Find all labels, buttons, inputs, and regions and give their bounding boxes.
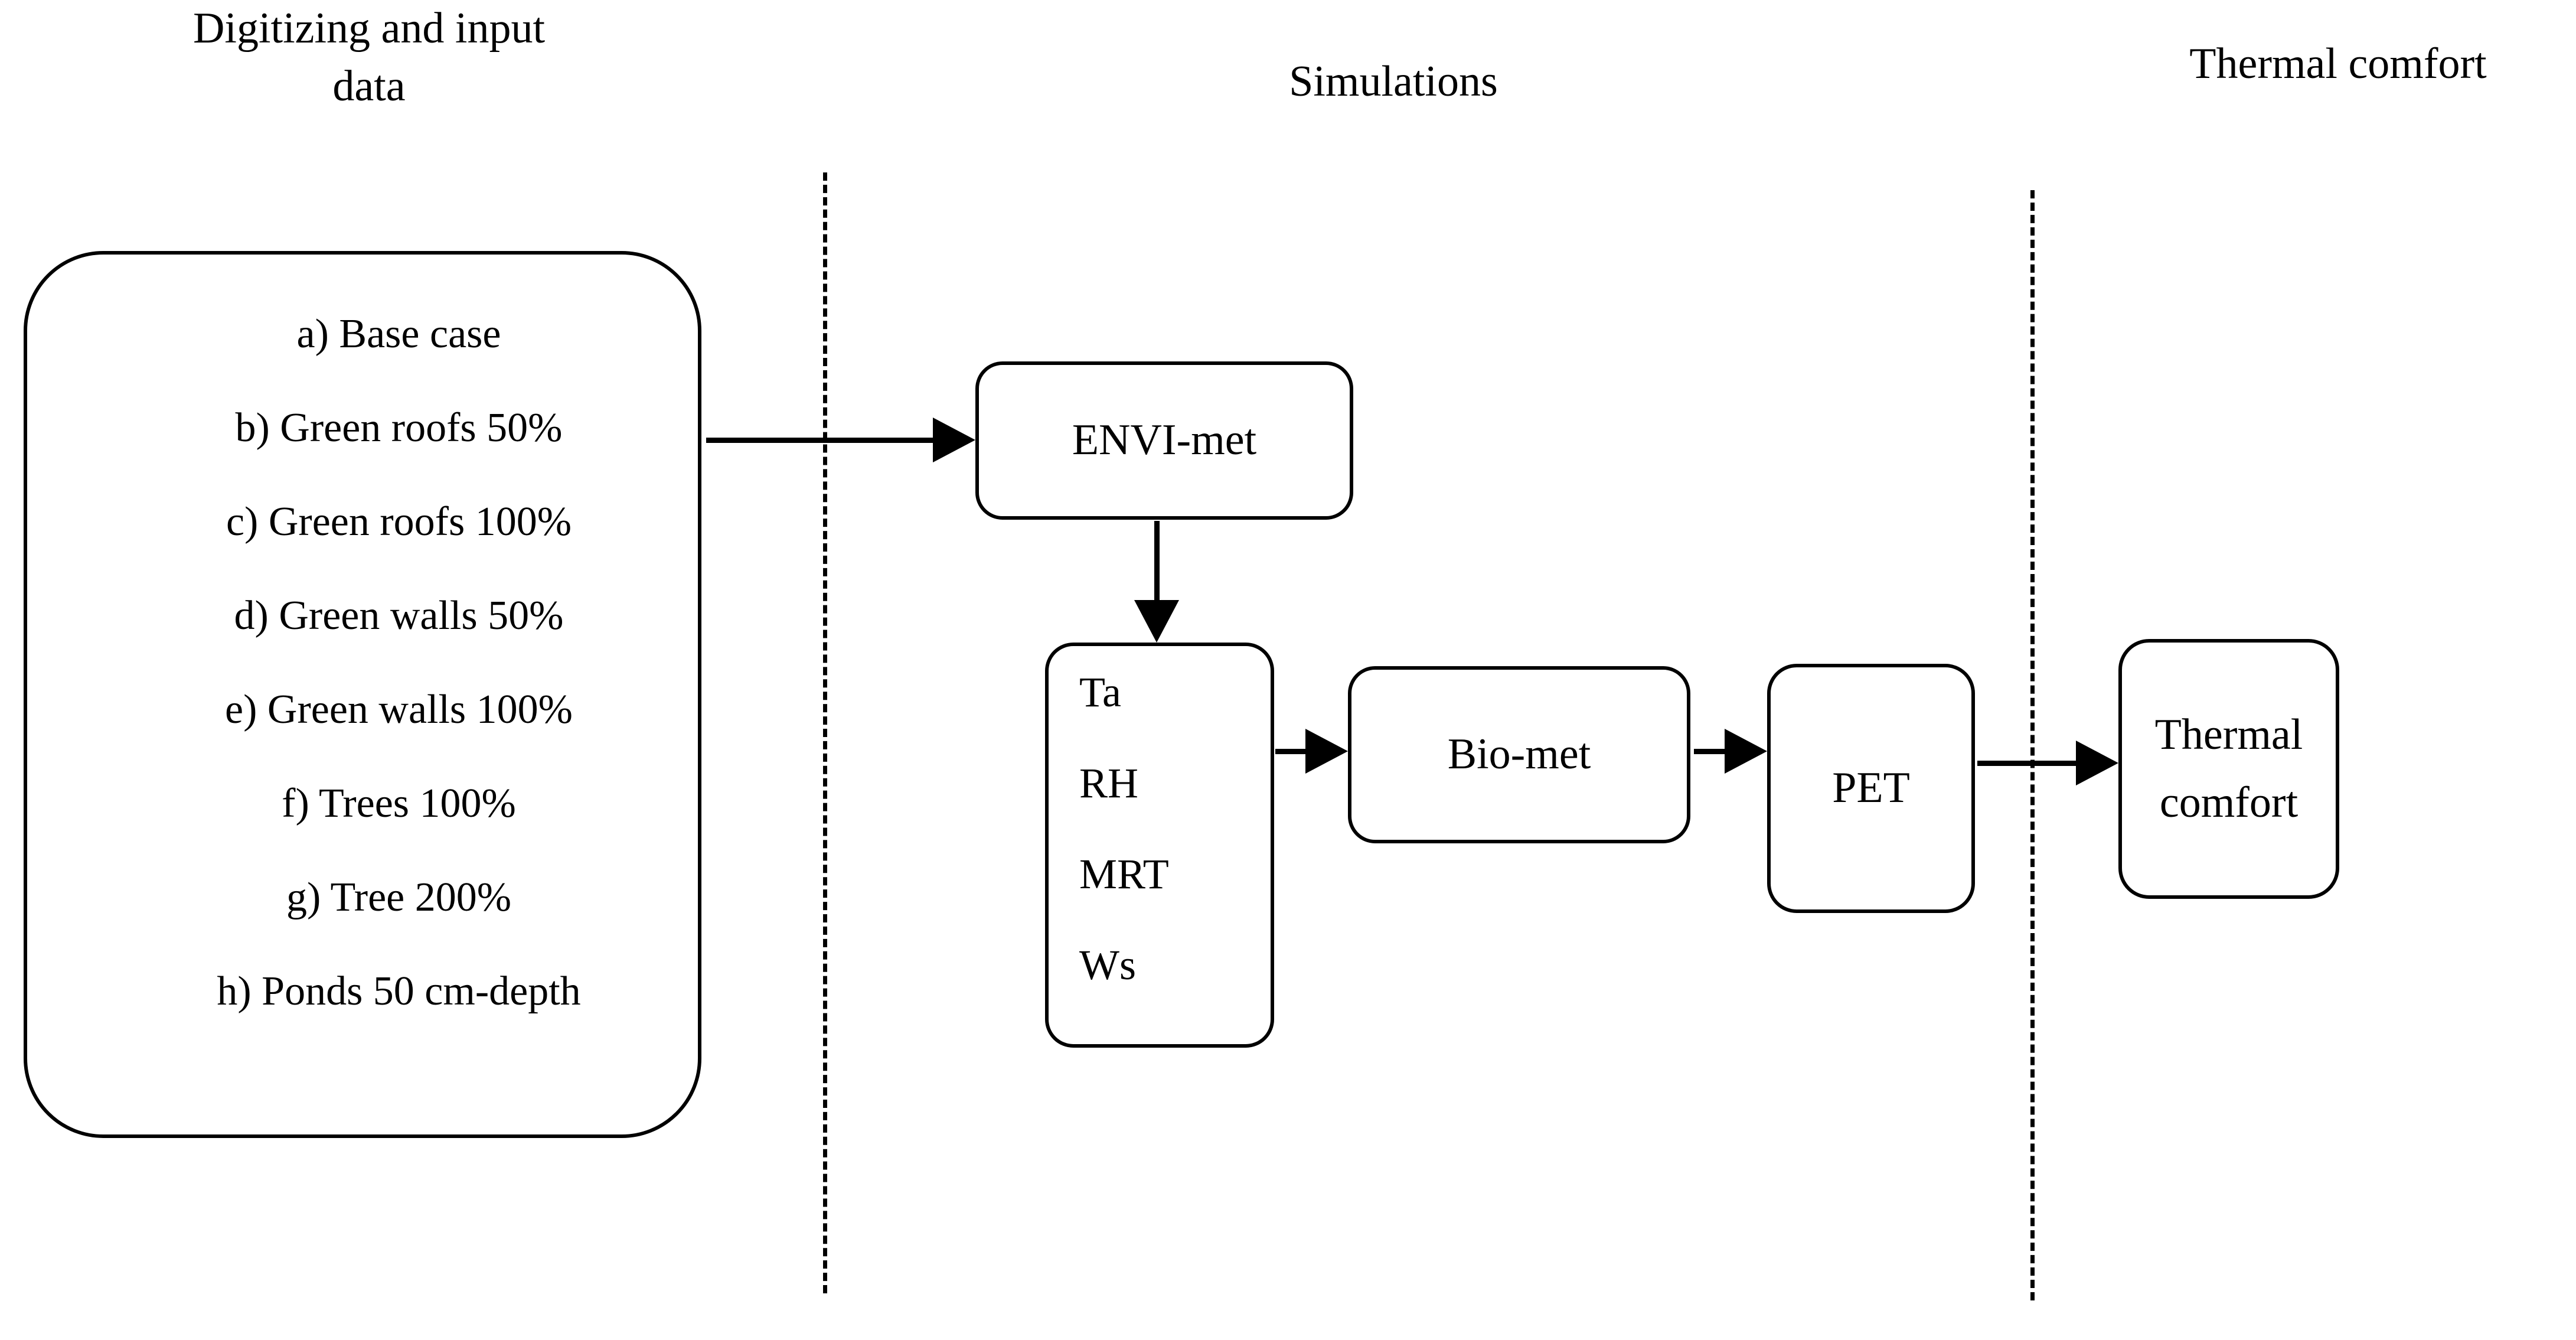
thermal-comfort-line-1: Thermal	[2154, 710, 2303, 759]
envimet-box: ENVI-met	[975, 361, 1353, 520]
biomet-box: Bio-met	[1348, 666, 1690, 843]
arrow-shaft	[706, 438, 934, 443]
thermal-comfort-line-2: comfort	[2159, 778, 2299, 827]
list-item: g) Tree 200%	[286, 875, 512, 920]
arrow-shaft	[1275, 749, 1307, 754]
list-item: RH	[1079, 759, 1139, 807]
list-item: e) Green walls 100%	[225, 687, 573, 732]
list-item: d) Green walls 50%	[234, 593, 564, 638]
arrow-shaft	[1154, 521, 1160, 601]
column-heading-thermal-comfort: Thermal comfort	[2189, 40, 2487, 88]
column-heading-simulations: Simulations	[1289, 57, 1498, 106]
list-item: b) Green roofs 50%	[235, 405, 563, 451]
list-item: MRT	[1079, 850, 1169, 898]
arrow-head-icon	[933, 418, 975, 462]
arrow-head-icon	[1305, 729, 1348, 774]
arrow-shaft	[1977, 761, 2077, 766]
list-item: a) Base case	[296, 311, 501, 357]
variables-list: Ta RH MRT Ws	[1049, 671, 1271, 986]
column-heading-digitizing: Digitizing and input data	[192, 4, 546, 110]
thermal-comfort-box: Thermal comfort	[2118, 639, 2339, 899]
variables-box: Ta RH MRT Ws	[1045, 643, 1274, 1048]
list-item: Ws	[1079, 941, 1136, 989]
list-item: c) Green roofs 100%	[226, 499, 572, 545]
arrow-head-icon	[2076, 741, 2118, 785]
list-item: f) Trees 100%	[282, 781, 516, 826]
dashed-divider-right	[2030, 190, 2035, 1300]
arrow-head-icon	[1134, 600, 1179, 643]
list-item: h) Ponds 50 cm-depth	[217, 969, 581, 1014]
pet-box: PET	[1767, 664, 1975, 913]
scenario-list: a) Base case b) Green roofs 50% c) Green…	[27, 314, 698, 1012]
list-item: Ta	[1079, 669, 1121, 716]
arrow-head-icon	[1725, 729, 1767, 774]
scenarios-box: a) Base case b) Green roofs 50% c) Green…	[24, 251, 701, 1138]
dashed-divider-left	[823, 172, 827, 1293]
arrow-shaft	[1694, 749, 1726, 754]
